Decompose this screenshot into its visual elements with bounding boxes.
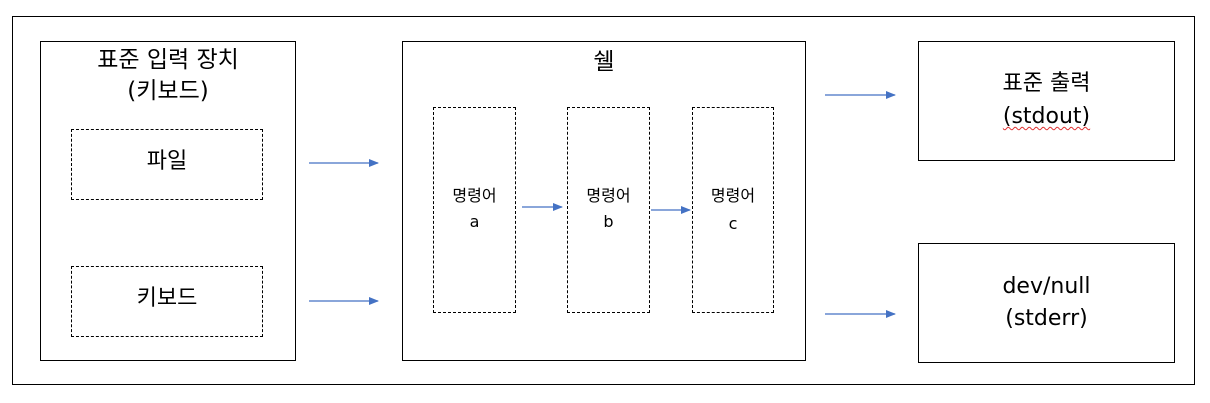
stderr-subtitle: (stderr) [1005,306,1088,331]
command-b-label: 명령어 [586,186,631,205]
input-device-title: 표준 입력 장치 [97,47,239,73]
command-b-box [567,107,650,313]
command-c-box [692,107,774,313]
command-a-label: 명령어 [452,186,497,205]
stderr-box [918,243,1175,363]
command-b-id: b [603,212,614,231]
stdout-box [918,41,1175,161]
command-c-id: c [728,214,738,233]
stdout-title: 표준 출력 [1002,71,1091,96]
command-a-box [433,107,516,313]
diagram-frame [12,16,1195,385]
stdout-subtitle-text: (stdout) [1002,104,1091,129]
stdout-subtitle: (stdout) [918,103,1175,131]
stderr-title: dev/null [1002,274,1091,299]
keyboard-source-box [71,266,263,337]
file-source-box [71,129,263,200]
command-c-label: 명령어 [710,186,756,205]
command-a-id: a [469,212,480,231]
input-device-subtitle: (키보드) [127,78,209,104]
shell-title: 쉘 [593,49,615,75]
file-source-label: 파일 [146,149,188,174]
keyboard-source-label: 키보드 [136,286,198,311]
